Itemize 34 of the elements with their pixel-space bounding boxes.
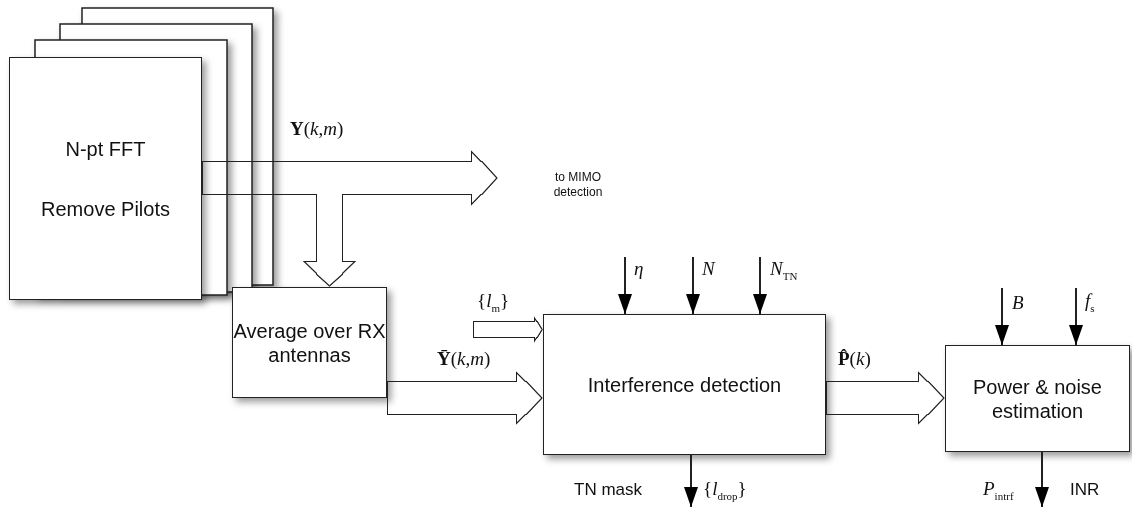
process-box: [543, 314, 826, 455]
arrow: [1035, 451, 1049, 508]
process-box: [232, 287, 387, 398]
block-label: Power & noise estimation: [972, 374, 1103, 423]
edge-label: η: [634, 258, 644, 281]
block-arrow: [202, 150, 498, 206]
block-title: N-pt FFT: [65, 136, 146, 161]
edge-label: {l$_{drop}$}: [703, 478, 747, 503]
arrow: [684, 454, 698, 508]
edge-label: N$_{TN}$: [770, 258, 798, 283]
edge-label: P$_{intrf}$: [983, 478, 1014, 503]
arrow: [1069, 287, 1083, 346]
arrow: [753, 256, 767, 315]
edge-label: {l$_{m}$}: [477, 290, 510, 315]
block-label: Average over RX antennas: [233, 318, 386, 367]
edge-label: P̂(k): [838, 348, 871, 371]
output-label: TN mask: [574, 480, 642, 500]
destination-text: to MIMO detection: [498, 166, 658, 204]
block-arrow: [473, 316, 543, 343]
process-box: [945, 345, 1130, 452]
fft-block: [9, 57, 202, 300]
block-text: Remove Pilots: [41, 196, 170, 221]
output-label: INR: [1070, 480, 1100, 500]
edge-label: B: [1012, 292, 1024, 315]
block-arrow: [387, 371, 543, 425]
edge-label: Y(k,m): [290, 118, 344, 141]
edge-label: Ȳ(k,m): [437, 348, 491, 371]
block-arrow: [826, 371, 945, 425]
edge-label: N: [702, 258, 715, 281]
arrow: [995, 287, 1009, 346]
arrow: [686, 256, 700, 315]
block-label: Interference detection: [587, 372, 782, 397]
edge-label: f$_{s}$: [1085, 290, 1095, 315]
arrow: [618, 256, 632, 315]
